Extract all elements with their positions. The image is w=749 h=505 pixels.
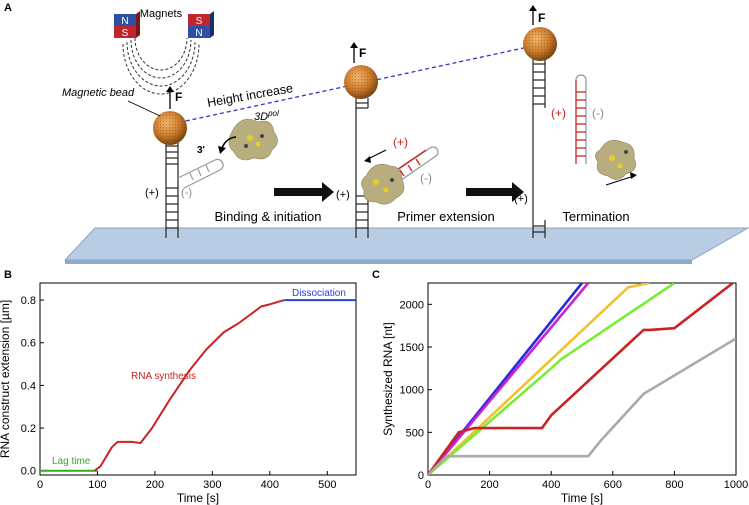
y-tick-label: 0.6: [21, 338, 36, 350]
annotation-rna-synthesis: RNA synthesis: [131, 371, 196, 382]
polymerase-label-sup: pol: [267, 109, 279, 118]
y-tick-label: 0.8: [21, 295, 36, 307]
plot-frame: [427, 282, 737, 476]
polymerase-step3: [595, 139, 637, 180]
step-label-extension: Primer extension: [397, 209, 495, 224]
plot-frame: [39, 282, 357, 476]
force-label-step1: F: [175, 90, 182, 104]
x-tick-label: 0: [425, 479, 431, 491]
x-tick-label: 200: [146, 479, 164, 491]
y-axis-label: RNA construct extension [µm]: [0, 300, 12, 458]
x-tick-label: 500: [318, 479, 336, 491]
magnet-left-top: [114, 14, 136, 26]
y-tick-label: 0: [418, 470, 424, 482]
y-tick-label: 1000: [400, 385, 424, 397]
binding-curved-arrow: [221, 136, 237, 149]
x-tick-label: 1000: [724, 479, 748, 491]
magnetic-bead-label: Magnetic bead: [62, 87, 135, 99]
x-axis-label: Time [s]: [561, 491, 603, 505]
polymerase-step2: [361, 164, 405, 205]
released-duplex: [575, 74, 587, 164]
series-line-3: [428, 283, 651, 475]
plus-label-step2-red: (+): [393, 135, 408, 149]
x-tick-label: 800: [665, 479, 683, 491]
panel-b-letter: B: [4, 269, 12, 281]
x-axis-label: Time [s]: [177, 491, 219, 505]
step-arrow-1: [274, 182, 334, 202]
x-tick-label: 100: [88, 479, 106, 491]
magnet-right-top-label: S: [196, 16, 203, 27]
surface-edge: [65, 260, 692, 264]
magnet-right-top: [188, 14, 210, 26]
y-tick-label: 500: [406, 427, 424, 439]
hairpin-step1: [177, 158, 224, 189]
series-line-4: [428, 283, 676, 475]
panel-c-letter: C: [372, 269, 380, 281]
y-tick-label: 0.4: [21, 380, 36, 392]
y-tick-label: 0.0: [21, 466, 36, 478]
x-tick-label: 300: [203, 479, 221, 491]
magnets-label: Magnets: [140, 8, 183, 20]
magnet-right-bottom-label: N: [195, 28, 202, 39]
tether-step3: [532, 58, 546, 238]
plus-label-step3-red: (+): [551, 106, 566, 120]
minus-label-step2: (-): [420, 171, 432, 185]
panel-c: C 0 200 400 600 800 1000 0 500 1000 1500 2000Time …: [372, 269, 748, 505]
magnetic-bead-pointer: [127, 100, 161, 117]
magnet-left-bottom: [114, 26, 136, 38]
polymerase-step1: [228, 118, 278, 161]
y-axis-label: Synthesized RNA [nt]: [381, 322, 395, 435]
step-label-binding: Binding & initiation: [215, 209, 322, 224]
magnet-right-bottom: [188, 26, 210, 38]
series-line-2: [94, 299, 285, 472]
step-arrow-2: [466, 182, 524, 202]
plus-label-step1: (+): [145, 187, 159, 199]
x-tick-label: 400: [261, 479, 279, 491]
magnets: Magnets N S S N: [114, 8, 214, 95]
x-tick-label: 200: [480, 479, 498, 491]
magnet-left: N S: [114, 11, 140, 39]
tether-step2: [355, 98, 369, 238]
magnet-arc-lines: [122, 37, 200, 95]
polymerase-label: 3Dpol: [254, 109, 279, 123]
magnet-right: S N: [188, 11, 214, 39]
panel-a-letter: A: [4, 2, 12, 14]
series-line-2: [428, 283, 590, 475]
minus-label-step1: (-): [181, 187, 192, 199]
tether-step1: [165, 140, 179, 238]
force-label-step2: F: [359, 46, 366, 60]
release-arrow: [605, 175, 635, 186]
step-label-termination: Termination: [562, 209, 629, 224]
magnet-left-bottom-label: S: [122, 28, 129, 39]
series-line-6: [428, 337, 736, 475]
force-label-step3: F: [538, 11, 545, 25]
x-tick-label: 400: [542, 479, 560, 491]
annotation-dissociation: Dissociation: [292, 288, 346, 299]
y-tick-label: 0.2: [21, 423, 36, 435]
polymerase-label-main: 3D: [254, 111, 268, 123]
y-tick-label: 2000: [400, 299, 424, 311]
surface-slab: [63, 227, 749, 261]
series-line-5: [428, 283, 734, 475]
minus-label-step3: (-): [592, 106, 604, 120]
annotation-lag-time: Lag time: [52, 456, 91, 467]
height-increase-label: Height increase: [206, 81, 294, 110]
three-prime-label: 3': [197, 145, 205, 156]
x-tick-label: 0: [37, 479, 43, 491]
panel-a: A Magnets N S S: [4, 2, 749, 264]
plus-label-step3: (+): [514, 193, 528, 205]
magnet-left-top-label: N: [121, 16, 128, 27]
x-tick-label: 600: [604, 479, 622, 491]
y-tick-label: 1500: [400, 342, 424, 354]
plus-label-step2: (+): [336, 189, 350, 201]
